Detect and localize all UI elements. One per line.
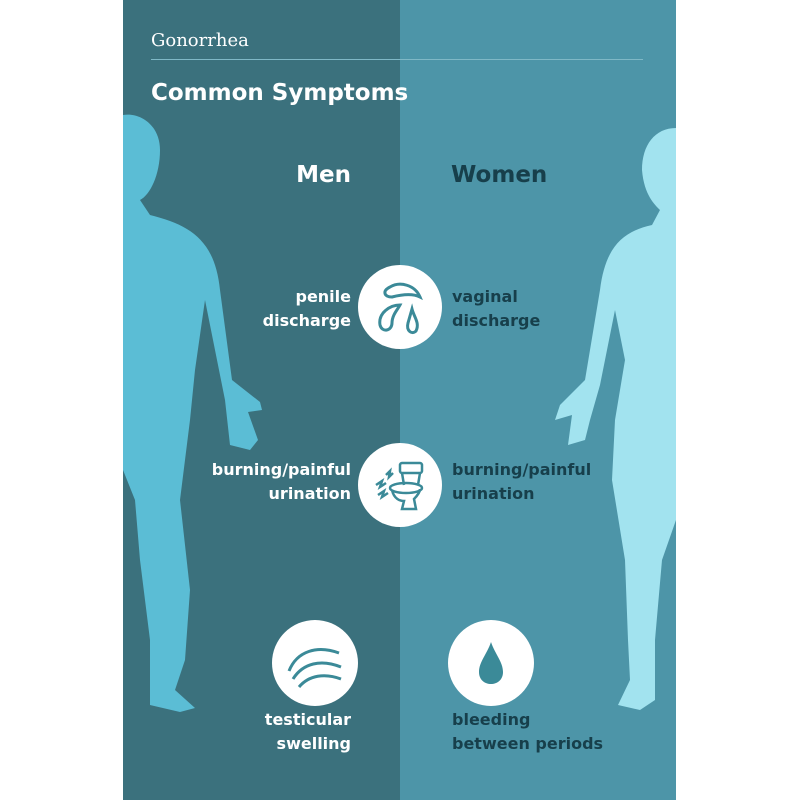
women-symptom-1: vaginal discharge bbox=[452, 285, 540, 333]
page-heading: Common Symptoms bbox=[151, 80, 409, 106]
women-column-header: Women bbox=[451, 162, 548, 188]
droplets-icon bbox=[358, 265, 442, 349]
symptom-line: urination bbox=[268, 484, 351, 503]
symptom-line: urination bbox=[452, 484, 535, 503]
symptom-line: testicular bbox=[264, 710, 351, 729]
symptom-line: penile bbox=[295, 287, 351, 306]
swelling-icon bbox=[272, 620, 358, 706]
men-symptom-3: testicular swelling bbox=[265, 708, 351, 756]
topic-title: Gonorrhea bbox=[151, 30, 249, 51]
women-symptom-2: burning/painful urination bbox=[452, 458, 591, 506]
symptom-line: between periods bbox=[452, 734, 604, 753]
men-column-header: Men bbox=[296, 162, 351, 188]
symptom-line: vaginal bbox=[452, 287, 518, 306]
symptom-line: discharge bbox=[262, 311, 351, 330]
men-symptom-1: penile discharge bbox=[263, 285, 351, 333]
symptom-line: burning/painful bbox=[452, 460, 592, 479]
symptom-line: burning/painful bbox=[211, 460, 351, 479]
toilet-icon bbox=[358, 443, 442, 527]
symptom-line: swelling bbox=[276, 734, 351, 753]
women-symptom-3: bleeding between periods bbox=[452, 708, 603, 756]
symptom-line: bleeding bbox=[452, 710, 531, 729]
men-symptom-2: burning/painful urination bbox=[212, 458, 351, 506]
divider bbox=[151, 59, 643, 60]
blood-drop-icon bbox=[448, 620, 534, 706]
symptom-line: discharge bbox=[452, 311, 541, 330]
